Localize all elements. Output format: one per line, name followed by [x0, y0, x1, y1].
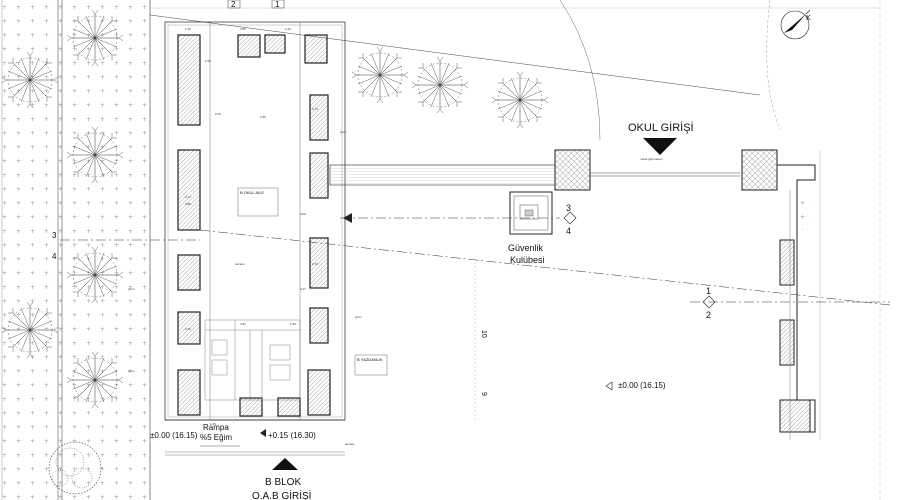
svg-text:0.74: 0.74 — [312, 107, 318, 111]
top-marker-1: 1 — [275, 0, 280, 9]
section-line-1-2 — [199, 229, 891, 306]
svg-text:4.31: 4.31 — [240, 322, 246, 326]
svg-text:pmm: pmm — [128, 287, 135, 291]
ramp-label: Rampa — [203, 423, 229, 432]
svg-text:0.17: 0.17 — [300, 287, 306, 291]
north-arrow-icon: K — [780, 9, 811, 40]
school-entrance-label: OKUL GİRİŞİ — [628, 121, 694, 134]
left-section-label-3: 3 — [52, 231, 57, 240]
tree-symbol — [491, 71, 549, 129]
section-marker-icon — [702, 295, 716, 309]
dimension-annotations: 1.30 3.85 1.20 2.50 0.70 2.50 0.74 0.85 … — [128, 27, 362, 446]
svg-text:1.35: 1.35 — [210, 422, 216, 426]
security-kiosk — [509, 191, 553, 235]
tree-symbol — [351, 46, 409, 104]
ramp-slope: %5 Eğim — [200, 433, 232, 442]
elevation-left: ±0.00 (16.15) — [150, 431, 198, 440]
svg-text:0.85: 0.85 — [185, 202, 191, 206]
section-label-1: 1 — [706, 286, 711, 296]
svg-text:2.50: 2.50 — [205, 59, 211, 63]
yazdanlik-note: B YAZDANLIK — [357, 357, 383, 362]
building-walls — [177, 34, 331, 417]
svg-text:pmm: pmm — [128, 369, 135, 373]
entrance-triangle-icon — [643, 138, 677, 155]
svg-text:terrace: terrace — [235, 262, 245, 266]
tree-symbol — [411, 56, 469, 114]
security-kiosk-label-1: Güvenlik — [508, 243, 544, 253]
svg-text:metal giriş kapısı: metal giriş kapısı — [640, 157, 663, 161]
grid-label-10: 10 — [480, 330, 487, 338]
svg-text:2.30: 2.30 — [290, 322, 296, 326]
oab-entrance-label: O.A.B GİRİŞİ — [252, 489, 311, 500]
grid-label-9: 9 — [480, 392, 487, 396]
section-label-3: 3 — [566, 203, 571, 213]
entrance-walkway: metal giriş kapısı — [329, 149, 740, 191]
svg-text:1.20: 1.20 — [285, 27, 291, 31]
svg-text:0.70: 0.70 — [215, 112, 221, 116]
section-marker-icon — [563, 211, 577, 225]
svg-text:pmm: pmm — [340, 130, 347, 134]
left-section-label-4: 4 — [52, 252, 57, 261]
elevation-right: ±0.00 (16.15) — [618, 381, 666, 390]
section-label-4: 4 — [566, 226, 571, 236]
svg-text:3.85: 3.85 — [240, 27, 246, 31]
top-marker-2: 2 — [231, 0, 236, 9]
svg-text:K: K — [806, 14, 811, 22]
okul-aile-note: B OKUL AİLE — [240, 190, 264, 195]
b-block-label: B BLOK — [265, 477, 301, 488]
svg-text:1.30: 1.30 — [185, 27, 191, 31]
lawn-area — [0, 0, 150, 500]
svg-text:0.09: 0.09 — [300, 212, 306, 216]
svg-text:2.50: 2.50 — [260, 115, 266, 119]
svg-text:terrace: terrace — [345, 442, 355, 446]
svg-text:0.74: 0.74 — [312, 262, 318, 266]
shrub-symbol — [48, 441, 102, 495]
security-kiosk-label-2: Kulübesi — [510, 255, 545, 265]
svg-text:0.74: 0.74 — [185, 327, 191, 331]
section-arrow-icon — [343, 213, 352, 223]
b-block-entrance-triangle-icon — [272, 458, 298, 470]
section-label-2: 2 — [706, 310, 711, 320]
elevation-mid: +0.15 (16.30) — [268, 431, 316, 440]
perimeter-wall — [741, 149, 821, 440]
svg-text:pmm: pmm — [355, 315, 362, 319]
svg-text:0.74: 0.74 — [185, 195, 191, 199]
